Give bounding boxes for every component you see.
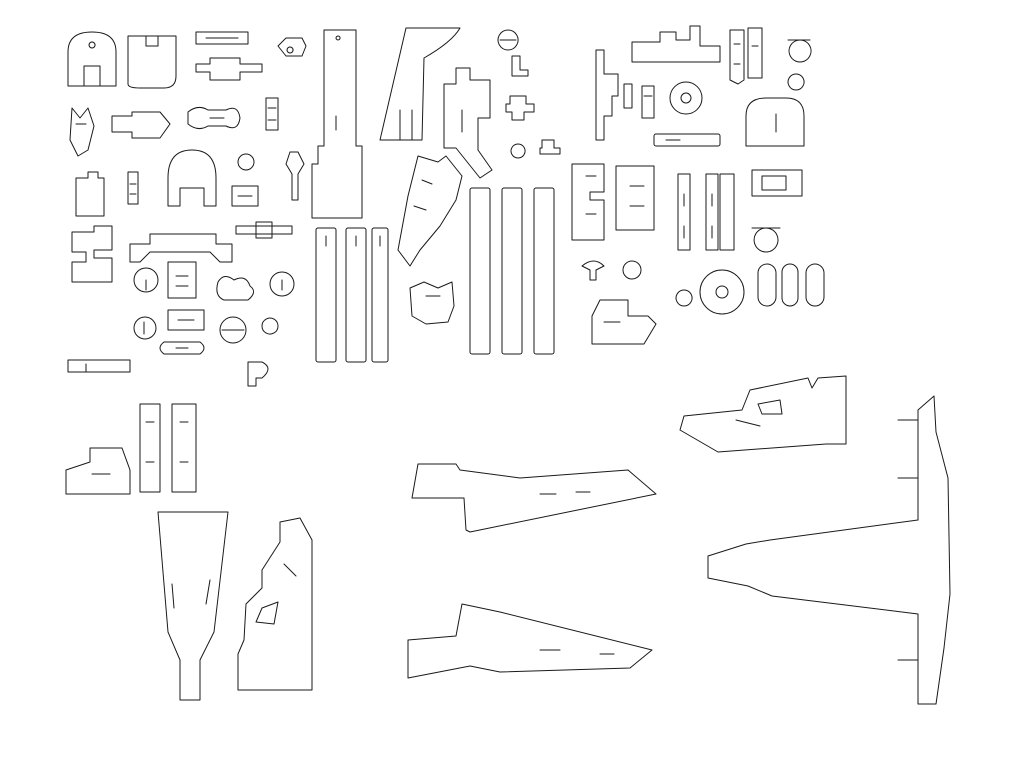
part-pill (159, 341, 205, 355)
part-c-ring-1 (133, 267, 159, 293)
part-tail-boom (157, 511, 229, 701)
part-comb-2 (615, 165, 655, 231)
part-c-ring-3 (219, 316, 247, 344)
part-l-bracket (595, 49, 619, 141)
part-mushroom (581, 260, 605, 281)
part-gear-hole-big (715, 285, 729, 299)
part-strip-1 (315, 227, 337, 363)
part-cap-keyhole (67, 31, 117, 87)
part-block-2 (167, 261, 197, 299)
part-slotted-plate (127, 35, 177, 89)
part-slot-key-2 (747, 27, 763, 79)
part-main-wing (707, 395, 951, 705)
part-h-vertical (127, 171, 139, 205)
part-group-spine (311, 29, 389, 363)
part-spine-post (311, 29, 363, 219)
part-strip-2 (345, 227, 367, 363)
part-gear-small (505, 95, 535, 121)
part-long-bracket (129, 233, 233, 263)
part-ladder-tall-2 (171, 403, 197, 493)
part-c-ring-right (787, 39, 812, 63)
part-group-top-left (67, 31, 307, 387)
part-block (231, 185, 259, 207)
part-small-bracket (195, 57, 263, 81)
part-pill-2 (781, 263, 799, 307)
part-gear-ring-big (699, 269, 745, 315)
part-stand (623, 83, 633, 109)
part-hex (277, 37, 307, 57)
part-bumper (65, 447, 131, 495)
part-canopy-rib (237, 517, 313, 691)
part-c-ring-2 (133, 316, 157, 340)
part-c-ring-top (497, 29, 519, 51)
part-vertical-fin (379, 27, 461, 141)
part-bar-left (67, 359, 131, 373)
part-strut-bracket (443, 67, 493, 179)
part-strip-5 (501, 187, 523, 355)
part-ladder-2 (705, 173, 719, 251)
part-ring-small (237, 153, 255, 171)
part-t-piece (539, 139, 561, 155)
part-cockpit-block (591, 299, 657, 345)
part-ladder-tall-1 (139, 403, 161, 493)
part-group-fuselage-sides (407, 463, 657, 679)
part-group-right (679, 375, 951, 705)
part-cross-bar (235, 221, 293, 239)
part-s-hook (511, 55, 529, 77)
part-arrow-head (69, 107, 95, 157)
part-stack-bracket (71, 225, 113, 283)
part-ladder-3 (719, 173, 735, 251)
part-pill-3 (805, 263, 825, 307)
part-small-h (265, 97, 279, 131)
part-slot-key-1 (729, 29, 745, 85)
part-dome-cap (745, 97, 805, 147)
part-notch-post (641, 85, 655, 119)
part-strip-4 (469, 187, 491, 355)
part-c-ring-lower (751, 227, 781, 253)
part-arch (167, 149, 217, 207)
part-pill-1 (757, 263, 777, 307)
part-strip-3 (371, 227, 389, 363)
part-bar-top (195, 31, 249, 45)
part-step-rail (631, 25, 721, 63)
part-c-small (261, 317, 279, 335)
part-disc-right (622, 260, 642, 280)
part-group-center-top (379, 27, 561, 355)
part-ladder-1 (677, 173, 691, 251)
part-small-clip (409, 281, 455, 325)
part-disc (269, 271, 295, 297)
part-fuselage-lower (407, 603, 653, 679)
part-strip-6 (533, 187, 555, 355)
part-bone (187, 106, 241, 130)
part-comb-1 (571, 163, 605, 241)
part-gear-hole-top (680, 92, 692, 104)
part-fuselage-upper (411, 463, 657, 533)
part-frame-bracket (751, 169, 803, 197)
part-c-ring-right-2 (787, 73, 805, 91)
part-group-lower-left (65, 403, 313, 701)
part-clamp (111, 111, 171, 139)
part-canopy-side (679, 375, 847, 453)
part-wrench (285, 151, 305, 201)
part-gear-ring-top (669, 81, 703, 115)
part-bar-mid-right (653, 133, 721, 147)
part-cloud (216, 276, 254, 301)
part-block-3 (167, 309, 205, 331)
part-angled-strut (397, 155, 463, 267)
part-tab-box (75, 171, 105, 217)
part-strip-slot (325, 235, 381, 247)
part-c-small-right (675, 289, 693, 307)
part-hook (247, 361, 269, 387)
part-group-top-right (571, 25, 825, 345)
part-c-ring-mid (510, 143, 526, 159)
